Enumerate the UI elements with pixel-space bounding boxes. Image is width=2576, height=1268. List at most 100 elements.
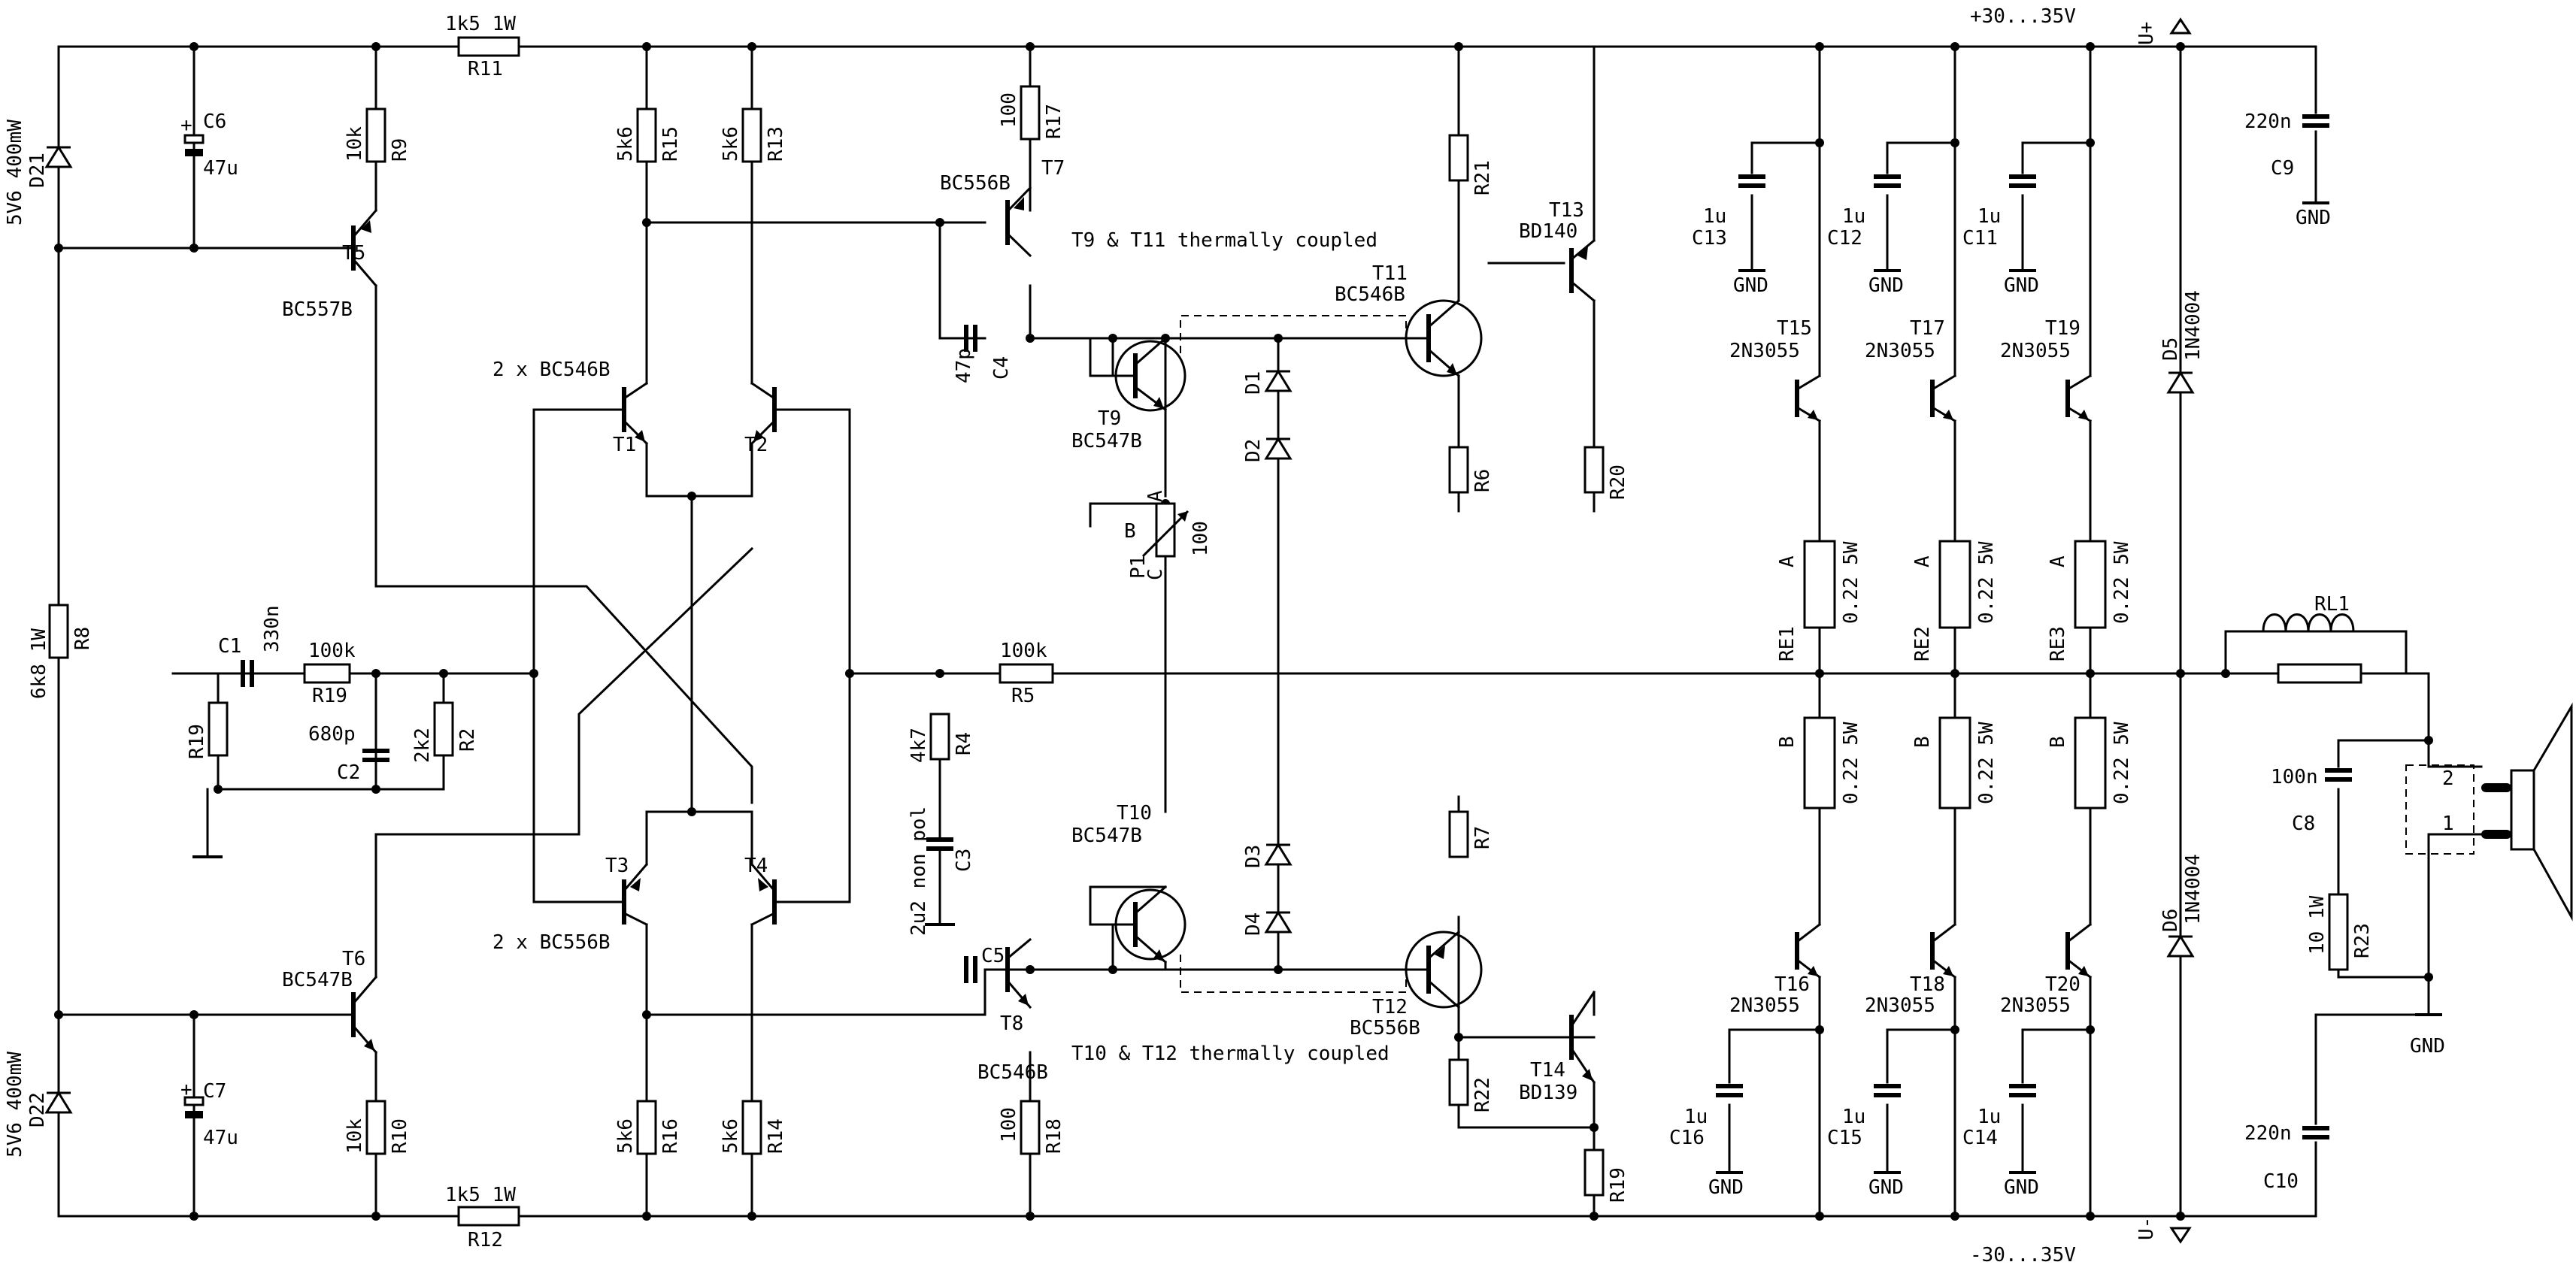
diode-d1: D1 — [1242, 369, 1293, 395]
c8-ref: C8 — [2292, 813, 2315, 835]
c6-value: 47u — [203, 157, 238, 180]
capacitor-c11: 1u C11 — [1962, 174, 2036, 250]
transistor-t11: T11 BC546B — [1335, 262, 1483, 378]
gnd-label-c16: GND — [1708, 1176, 1744, 1199]
t20-ref: T20 — [2045, 973, 2080, 996]
c2-value: 680p — [308, 723, 356, 746]
rl1-ref: RL1 — [2314, 593, 2350, 616]
r15-ref: R15 — [659, 126, 682, 162]
resistor-r3: 2k2 R2 — [411, 701, 479, 763]
coil-rl1: RL1 — [2262, 593, 2362, 684]
d5-ref: D5 — [2159, 337, 2182, 361]
capacitor-c2: 680p C2 — [308, 723, 389, 784]
r14-ref: R14 — [765, 1118, 787, 1154]
t16-type: 2N3055 — [1729, 994, 1800, 1017]
capacitor-c7: C7 47u + — [180, 1079, 238, 1149]
c16-ref: C16 — [1669, 1127, 1705, 1149]
diode-d4: D4 — [1242, 910, 1293, 936]
capacitor-c10: 220n C10 — [2244, 1122, 2329, 1193]
conn-pin-2: 2 — [2442, 767, 2454, 790]
notes: T9 & T11 thermally coupled T10 & T12 the… — [492, 229, 1390, 1065]
capacitor-c12: 1u C12 — [1827, 174, 1901, 250]
d22-ref: D22 — [26, 1092, 49, 1127]
d6-ref: D6 — [2159, 909, 2182, 932]
wires — [57, 45, 2483, 1218]
r20-ref: R20 — [1607, 465, 1629, 500]
resistor-re3: 0.22 5W 0.22 5W A B RE3 — [2047, 540, 2133, 810]
r13-value: 5k6 — [720, 126, 742, 162]
t8-type: BC546B — [977, 1061, 1048, 1084]
loudspeaker-icon — [2510, 702, 2573, 921]
c12-ref: C12 — [1827, 227, 1862, 250]
t6-type: BC547B — [282, 969, 353, 991]
r10-ref: R10 — [389, 1118, 411, 1154]
c15-ref: C15 — [1827, 1127, 1862, 1149]
re1-pin-b: B — [1776, 736, 1799, 748]
gnd-label-output: GND — [2410, 1035, 2445, 1058]
re2-pin-b: B — [1911, 736, 1934, 748]
potentiometer-p1: B A C P1 100 — [1124, 490, 1212, 580]
note-pair-bottom: 2 x BC556B — [492, 931, 611, 954]
transistor-t18: T18 2N3055 — [1865, 922, 1957, 1017]
thermal-coupling-lines — [1180, 315, 1407, 993]
c13-value: 1u — [1703, 205, 1726, 228]
re2-value-b: 0.22 5W — [1975, 722, 1998, 804]
junctions — [54, 42, 2433, 1221]
r11-value: 1k5 1W — [445, 13, 516, 35]
capacitor-c1: C1 330n — [218, 605, 283, 687]
transistor-t6: T6 BC547B — [282, 948, 378, 1055]
r18-ref: R18 — [1043, 1118, 1065, 1154]
t18-type: 2N3055 — [1865, 994, 1935, 1017]
r11-ref: R11 — [468, 58, 503, 80]
resistor-r10: 10k R10 — [344, 1100, 411, 1155]
resistor-r23: 10 1W R23 — [2306, 893, 2374, 971]
transistor-t1: T1 — [613, 381, 649, 456]
r15-value: 5k6 — [614, 126, 637, 162]
capacitor-c8: 100n C8 — [2271, 766, 2352, 835]
resistor-r1: R19 — [186, 701, 229, 759]
re3-value-b: 0.22 5W — [2111, 722, 2133, 804]
diode-d6: D6 1N4004 — [2159, 854, 2205, 958]
resistor-r6: R6 — [1448, 446, 1494, 494]
c10-ref: C10 — [2263, 1170, 2299, 1193]
r12-value: 1k5 1W — [445, 1184, 516, 1206]
re2-ref: RE2 — [1911, 626, 1934, 661]
r3-ref: R2 — [456, 728, 479, 752]
r2-ref: R19 — [312, 685, 347, 707]
p1-ref: P1 — [1127, 555, 1150, 579]
t7-type: BC556B — [940, 172, 1011, 195]
resistor-r9: 10k R9 — [344, 107, 411, 163]
c6-plus: + — [180, 114, 192, 137]
diode-d2: D2 — [1242, 437, 1293, 462]
c7-plus: + — [180, 1079, 192, 1101]
d3-ref: D3 — [1242, 845, 1265, 868]
r7-ref: R7 — [1471, 826, 1494, 849]
re3-value-a: 0.22 5W — [2111, 541, 2133, 624]
c9-value: 220n — [2244, 110, 2292, 133]
c13-ref: C13 — [1692, 227, 1727, 250]
transistor-t19: T19 2N3055 — [2000, 317, 2093, 423]
resistor-r12: 1k5 1W R12 — [445, 1184, 520, 1251]
r16-value: 5k6 — [614, 1118, 637, 1154]
transistor-t9: T9 BC547B — [1071, 336, 1186, 498]
conn-pin-1: 1 — [2442, 813, 2454, 835]
resistor-r15: 5k6 R15 — [614, 107, 682, 163]
t12-ref: T12 — [1372, 996, 1408, 1018]
resistor-r22: R22 — [1448, 1058, 1494, 1112]
r5-ref: R5 — [1011, 685, 1035, 707]
gnd-label-c15: GND — [1868, 1176, 1904, 1199]
transistor-t13: T13 BD140 — [1519, 199, 1596, 303]
c7-ref: C7 — [203, 1080, 226, 1103]
vpos-label: +30...35V — [1970, 5, 2076, 28]
d5-type: 1N4004 — [2182, 290, 2205, 361]
capacitor-c14: 1u C14 — [1962, 1084, 2036, 1149]
resistor-r19: R19 — [1583, 1148, 1629, 1203]
r14-value: 5k6 — [720, 1118, 742, 1154]
p1-pin-c: C — [1144, 568, 1167, 580]
re1-value-b: 0.22 5W — [1840, 722, 1862, 804]
note-pair-top: 2 x BC546B — [492, 359, 611, 381]
transistor-t14: T14 BD139 — [1519, 990, 1596, 1129]
capacitor-c9: 220n C9 — [2244, 110, 2329, 180]
t14-type: BD139 — [1519, 1082, 1577, 1104]
t17-ref: T17 — [1910, 317, 1945, 340]
